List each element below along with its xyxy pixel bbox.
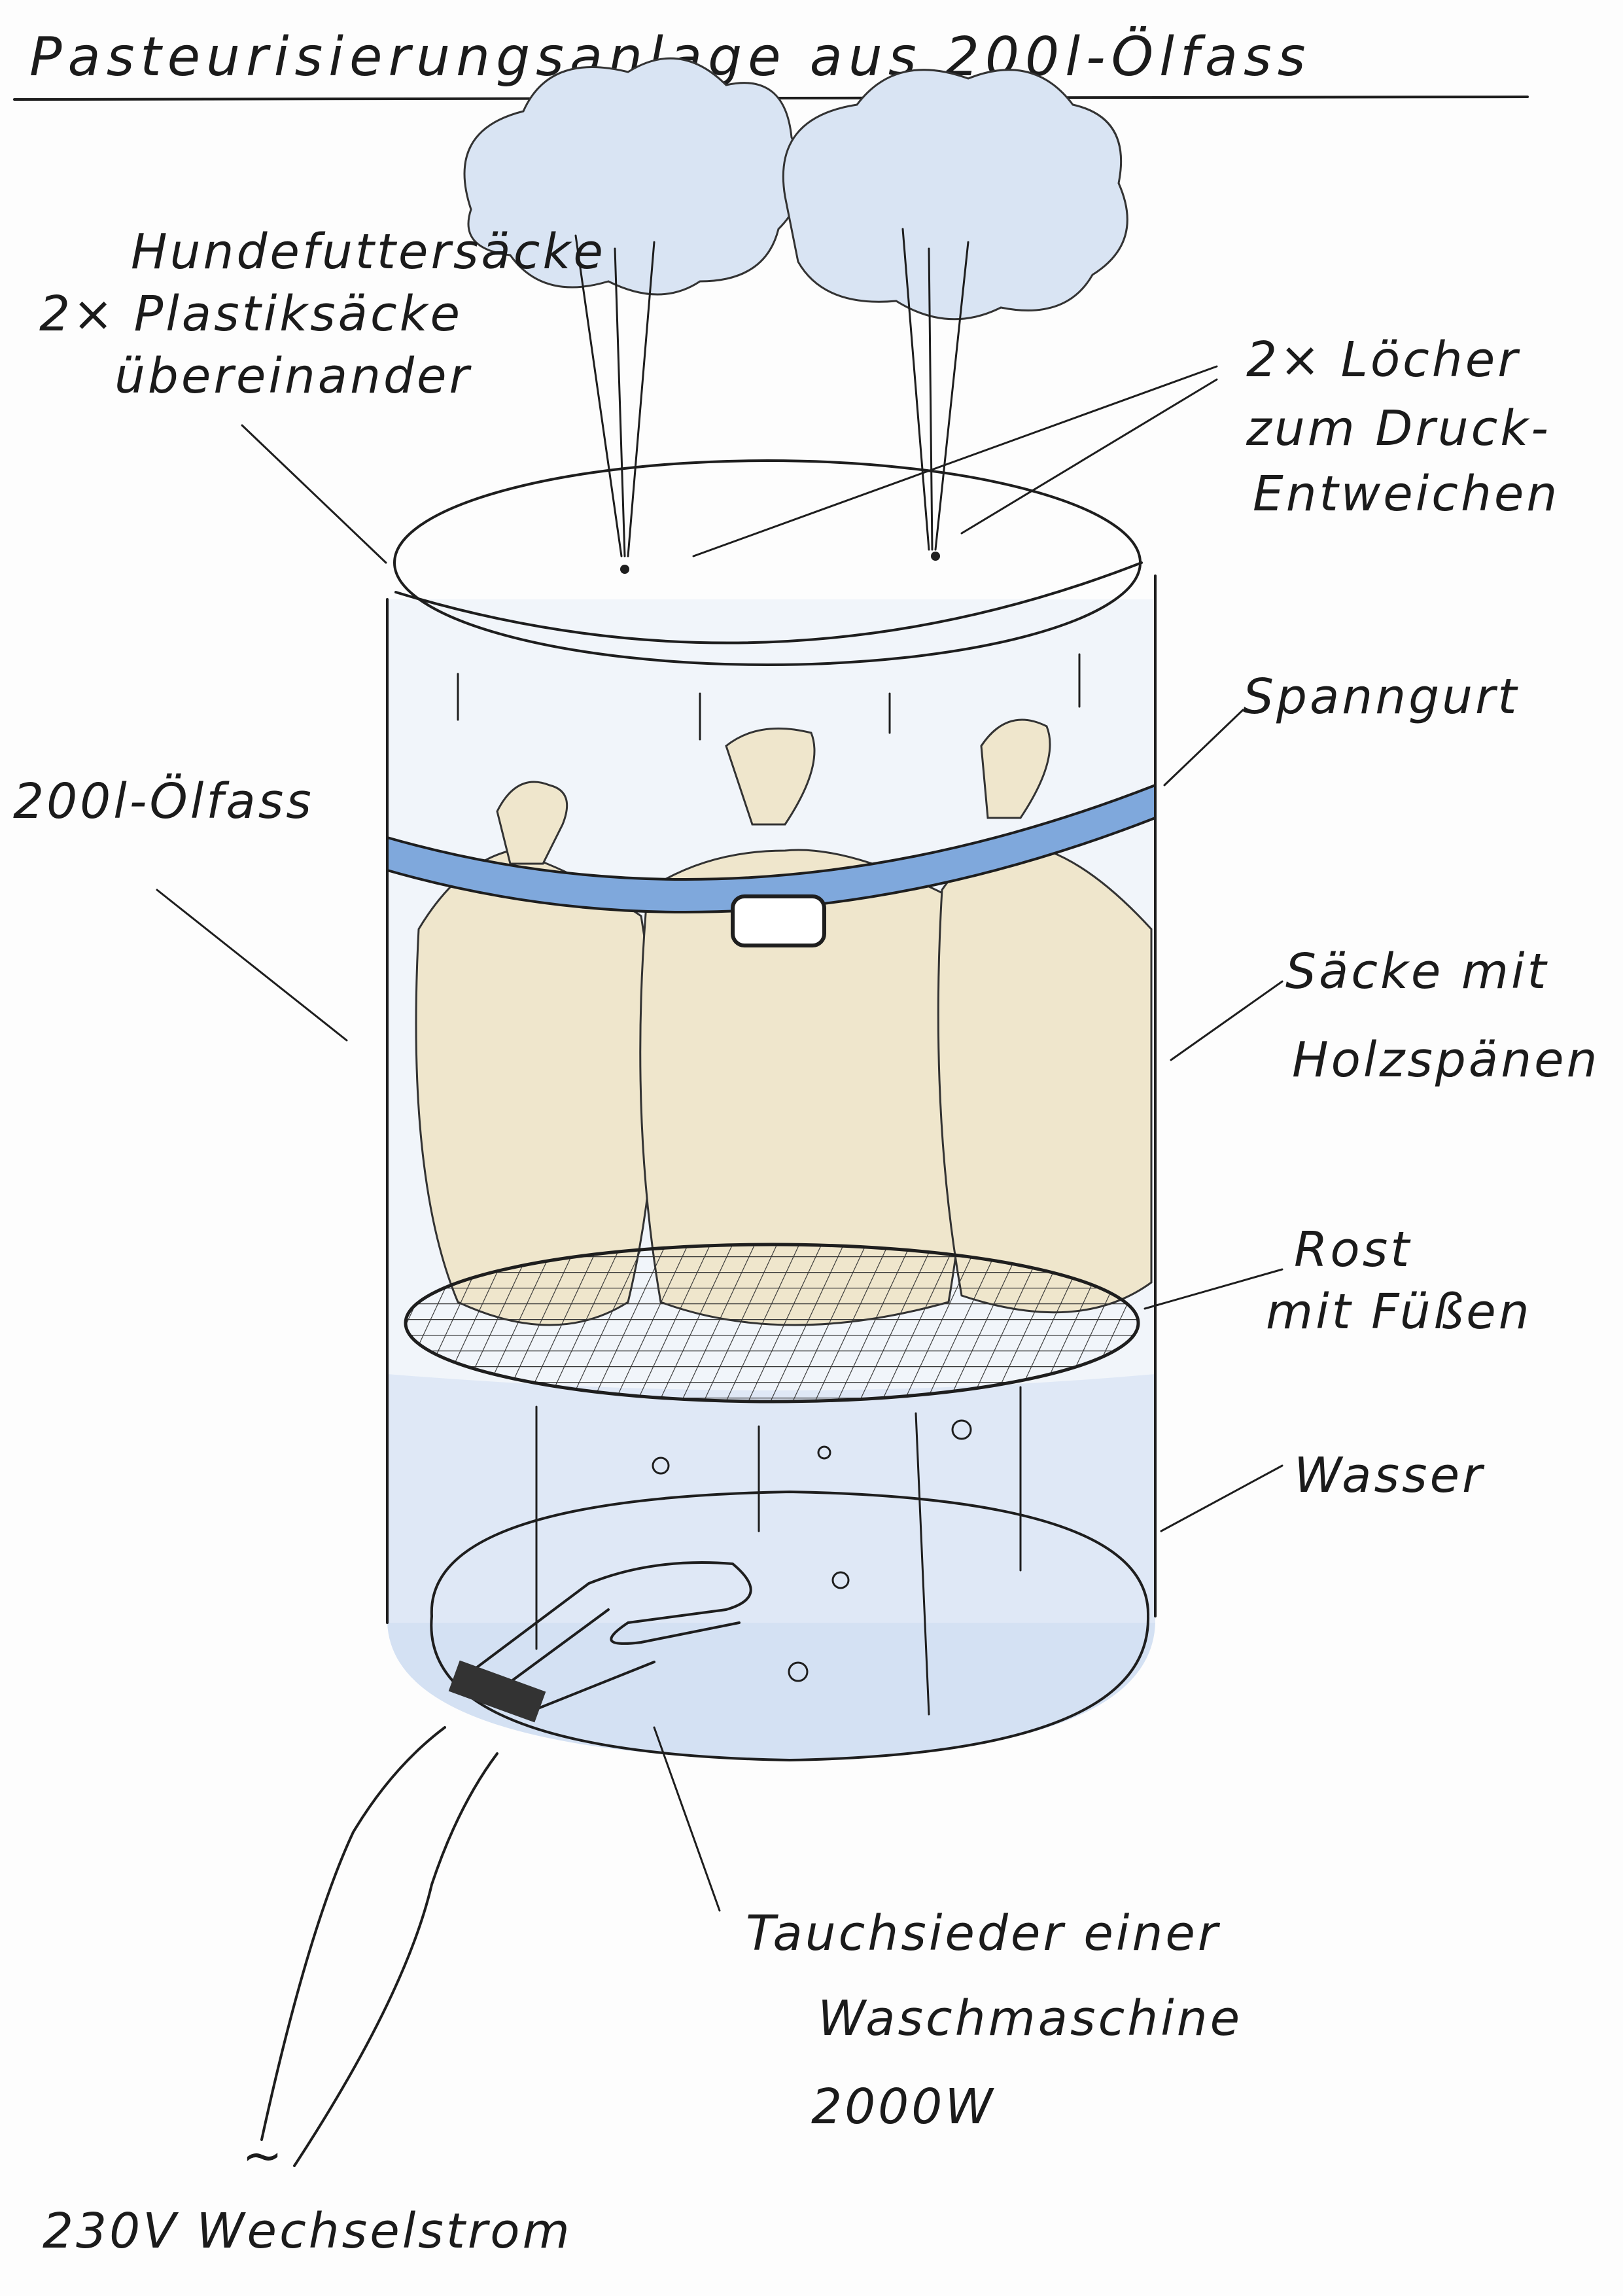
label-heater-1: Tauchsieder einer xyxy=(746,1905,1221,1962)
tension-strap xyxy=(386,783,1157,947)
leader-lines xyxy=(156,365,1283,1912)
label-wood-sacks-2: Holzspänen xyxy=(1292,1032,1600,1088)
label-wood-sacks-1: Säcke mit xyxy=(1285,944,1549,1000)
label-water: Wasser xyxy=(1294,1447,1485,1504)
vent-hole-left xyxy=(620,565,629,574)
vent-hole-right xyxy=(931,552,940,561)
label-grate-1: Rost xyxy=(1294,1222,1412,1278)
label-heater-3: 2000W xyxy=(811,2079,996,2135)
label-grate-2: mit Füßen xyxy=(1266,1284,1532,1340)
immersion-heater xyxy=(260,1561,752,2167)
label-heater-2: Waschmaschine xyxy=(818,1990,1242,2047)
oil-barrel xyxy=(386,459,1157,1761)
steam-clouds xyxy=(463,57,1128,557)
label-sacks-cover-3: übereinander xyxy=(114,348,472,404)
power-cable xyxy=(260,1726,498,2167)
grate xyxy=(404,1243,1140,1404)
label-sacks-cover-2: 2× Plastiksäcke xyxy=(39,286,462,342)
wood-sacks xyxy=(415,718,1153,1326)
label-sacks-cover-1: Hundefuttersäcke xyxy=(131,224,606,280)
ac-symbol: ~ xyxy=(242,2128,285,2184)
label-barrel: 200l-Ölfass xyxy=(13,773,314,830)
label-holes-3: Entweichen xyxy=(1253,466,1560,522)
strap-buckle xyxy=(731,894,826,947)
label-holes-1: 2× Löcher xyxy=(1246,332,1520,388)
label-holes-2: zum Druck- xyxy=(1246,400,1551,457)
label-strap: Spanngurt xyxy=(1243,669,1519,725)
label-power: 230V Wechselstrom xyxy=(43,2203,572,2259)
